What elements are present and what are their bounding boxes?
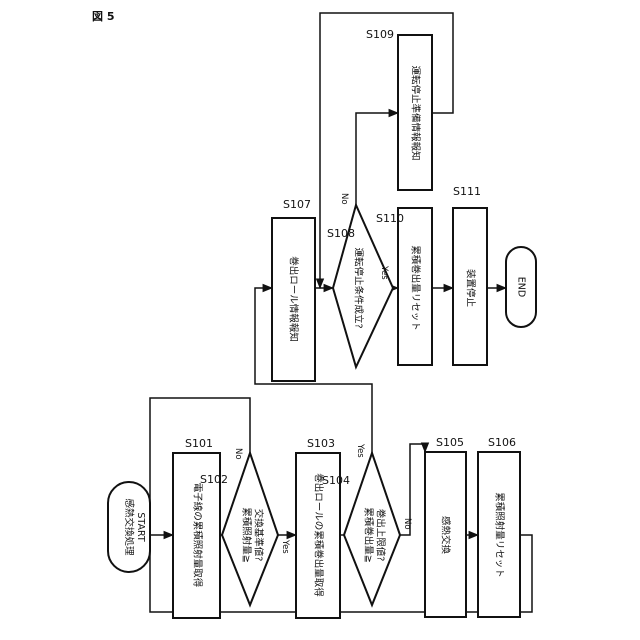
s104-text-2: 巻出上限値? bbox=[375, 509, 387, 562]
s109-step-label: S109 bbox=[366, 28, 394, 41]
end-text: END bbox=[516, 277, 527, 297]
s108-no-label: No bbox=[339, 193, 349, 205]
process-s107: 巻出ロール情報報知 S107 bbox=[272, 198, 315, 381]
process-s109: 運転停止準備情報報知 S109 bbox=[366, 28, 432, 190]
s102-yes-label: Yes bbox=[280, 539, 290, 554]
process-s103: 巻出ロールの累積巻出量取得 S103 bbox=[296, 437, 340, 618]
s102-no-label: No bbox=[233, 448, 243, 460]
start-label-2: START bbox=[135, 512, 146, 542]
s111-text: 装置停止 bbox=[465, 269, 477, 308]
s107-step-label: S107 bbox=[283, 198, 311, 211]
arrow-s108-s109 bbox=[356, 113, 398, 205]
s108-text: 運転停止条件成立? bbox=[353, 247, 365, 328]
s101-step-label: S101 bbox=[185, 437, 213, 450]
s104-no-label: No bbox=[402, 518, 412, 530]
s109-text: 運転停止準備情報報知 bbox=[410, 65, 422, 160]
s103-text: 巻出ロールの累積巻出量取得 bbox=[313, 473, 325, 597]
start-node: 感熱交換処理 START bbox=[108, 482, 150, 572]
s105-step-label: S105 bbox=[436, 436, 464, 449]
s101-text: 電子線の累積照射量取得 bbox=[192, 483, 204, 588]
s110-text: 累積巻出量リセット bbox=[410, 245, 422, 331]
process-s101: 電子線の累積照射量取得 S101 bbox=[173, 437, 220, 618]
s111-step-label: S111 bbox=[453, 185, 481, 198]
process-s106: 累積照射量リセット S106 bbox=[478, 436, 520, 617]
s105-text: 感熱交換 bbox=[440, 516, 452, 555]
connector-s109-loop bbox=[320, 13, 453, 288]
s102-text-1: 累積照射量≧ bbox=[241, 507, 253, 562]
start-label-1: 感熱交換処理 bbox=[123, 498, 135, 556]
s103-step-label: S103 bbox=[307, 437, 335, 450]
end-node: END bbox=[506, 247, 536, 327]
s104-yes-label: Yes bbox=[355, 443, 365, 458]
s106-text: 累積照射量リセット bbox=[494, 492, 506, 578]
s108-yes-label: Yes bbox=[379, 265, 389, 280]
s104-text-1: 累積巻出量≧ bbox=[363, 507, 375, 562]
s102-text-2: 交換基準値? bbox=[253, 509, 265, 562]
s106-step-label: S106 bbox=[488, 436, 516, 449]
process-s111: 装置停止 S111 bbox=[453, 185, 487, 365]
s108-step-label: S108 bbox=[327, 227, 355, 240]
process-s105: 感熱交換 S105 bbox=[425, 436, 466, 617]
s102-step-label: S102 bbox=[200, 473, 228, 486]
s107-text: 巻出ロール情報報知 bbox=[288, 256, 300, 342]
s110-step-label: S110 bbox=[376, 212, 404, 225]
s104-step-label: S104 bbox=[322, 474, 350, 487]
